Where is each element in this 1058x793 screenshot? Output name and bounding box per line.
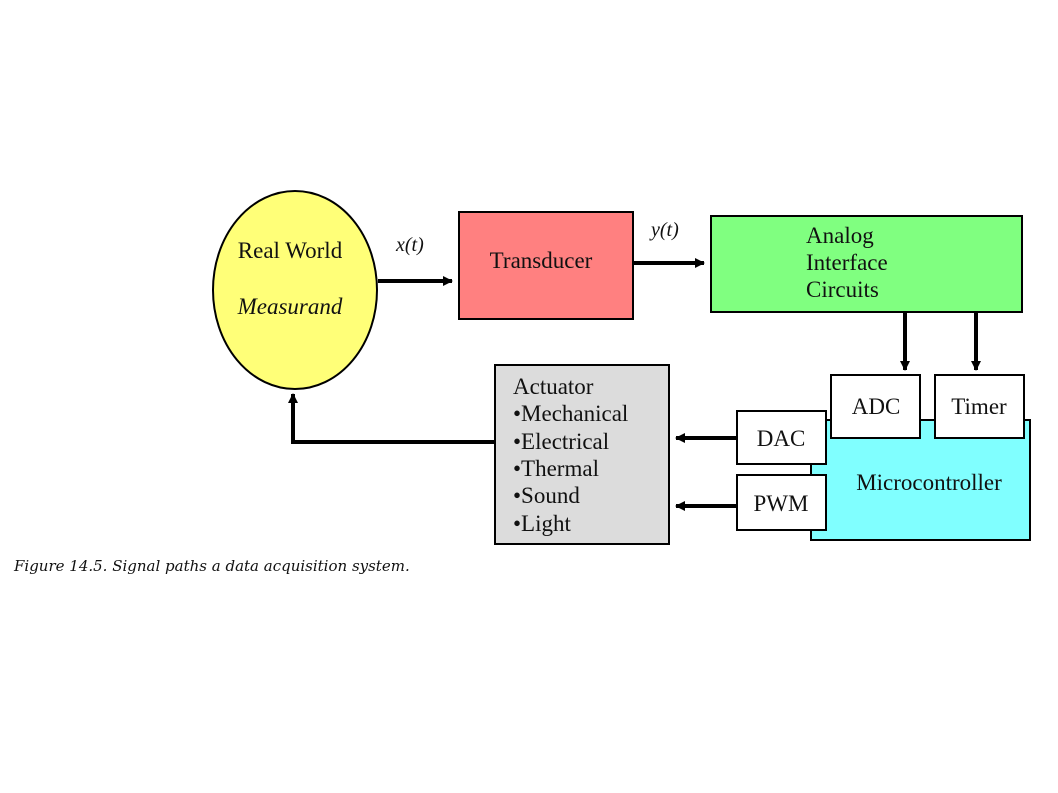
actuator-item-light: •Light xyxy=(513,511,571,536)
real-world-label: Real World xyxy=(238,238,343,263)
y-signal-label: y(t) xyxy=(649,219,679,241)
microcontroller-block xyxy=(810,419,1031,541)
actuator-title: Actuator xyxy=(513,374,594,399)
microcontroller-label: Microcontroller xyxy=(856,470,1002,495)
analog-label-line2: Interface xyxy=(806,250,888,275)
adc-label: ADC xyxy=(852,394,901,419)
pwm-label: PWM xyxy=(754,491,809,516)
transducer-block xyxy=(458,211,634,320)
actuator-item-thermal: •Thermal xyxy=(513,456,599,481)
analog-interface-block xyxy=(710,215,1023,313)
actuator-to-real-world-arrow xyxy=(288,393,495,444)
actuator-item-mechanical: •Mechanical xyxy=(513,401,628,426)
pwm-block xyxy=(736,474,827,531)
transducer-label: Transducer xyxy=(490,248,593,273)
measurand-label: Measurand xyxy=(237,294,343,319)
actuator-item-sound: •Sound xyxy=(513,483,580,508)
dac-label: DAC xyxy=(757,426,806,451)
timer-label: Timer xyxy=(951,394,1007,419)
figure-caption: Figure 14.5. Signal paths a data acquisi… xyxy=(14,557,410,575)
analog-label-line1: Analog xyxy=(806,223,874,248)
analog-label-line3: Circuits xyxy=(806,277,879,302)
actuator-block xyxy=(494,364,670,545)
actuator-item-electrical: •Electrical xyxy=(513,429,609,454)
timer-block xyxy=(934,374,1025,439)
real-world-node xyxy=(212,190,378,390)
x-signal-label: x(t) xyxy=(395,234,424,256)
adc-block xyxy=(830,374,921,439)
